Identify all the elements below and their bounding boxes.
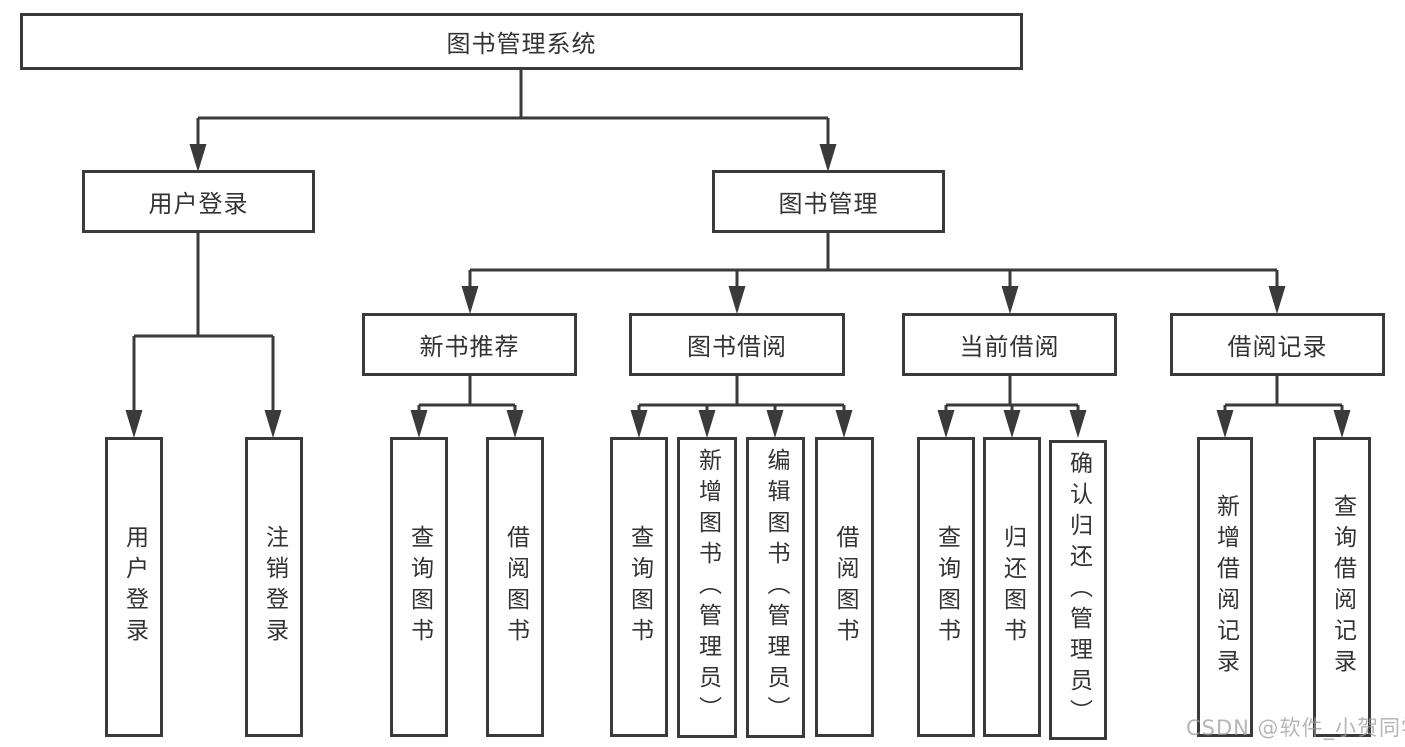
leaf-query-books-2: 查询图书 (610, 437, 668, 737)
arrowheads-leaves (410, 410, 1351, 438)
node-borrow-records: 借阅记录 (1170, 313, 1385, 376)
leaf-label: 注销登录 (261, 525, 288, 649)
leaf-borrow-books-1: 借阅图书 (486, 437, 544, 737)
leaf-label: 新增图书（管理员） (694, 448, 721, 727)
leaf-add-borrow-record: 新增借阅记录 (1197, 437, 1253, 737)
leaf-label: 确认归还（管理员） (1065, 450, 1092, 730)
leaf-label: 用户登录 (121, 525, 148, 649)
leaf-label: 借阅图书 (502, 525, 529, 649)
leaf-query-books-1: 查询图书 (390, 437, 448, 737)
leaf-logout: 注销登录 (245, 437, 303, 737)
leaf-label: 查询图书 (933, 525, 960, 649)
leaf-label: 借阅图书 (832, 525, 858, 649)
node-label: 当前借阅 (959, 333, 1060, 361)
node-book-management: 图书管理 (712, 170, 945, 233)
connector-user-login-branch (132, 233, 275, 418)
leaf-label: 新增借阅记录 (1212, 494, 1239, 680)
arrowheads-level2 (189, 144, 837, 172)
connector-book-mgmt-branch (468, 233, 1279, 294)
leaf-label: 查询图书 (406, 525, 433, 649)
node-label: 新书推荐 (419, 333, 520, 361)
csdn-watermark: CSDN @软件_小贺同学 (1186, 716, 1405, 740)
node-label: 图书管理 (778, 190, 879, 218)
node-user-login: 用户登录 (82, 170, 315, 233)
leaf-user-login: 用户登录 (105, 437, 163, 737)
node-current-borrowing: 当前借阅 (902, 313, 1117, 376)
leaf-label: 编辑图书（管理员） (763, 448, 789, 727)
node-library-management-system: 图书管理系统 (20, 13, 1023, 70)
arrowheads-level3 (461, 286, 1286, 314)
leaf-query-books-3: 查询图书 (917, 437, 975, 737)
connector-borrow-records-branch (1223, 376, 1344, 418)
leaf-label: 查询借阅记录 (1329, 494, 1356, 680)
leaf-label: 归还图书 (999, 525, 1026, 649)
leaf-query-borrow-record: 查询借阅记录 (1313, 437, 1371, 737)
connector-book-borrow-branch (637, 376, 846, 418)
leaf-return-books: 归还图书 (983, 437, 1041, 737)
node-label: 借阅记录 (1227, 333, 1328, 361)
leaf-add-books-admin: 新增图书（管理员） (677, 437, 737, 738)
node-label: 用户登录 (148, 190, 249, 218)
leaf-borrow-books-2: 借阅图书 (815, 437, 874, 737)
node-new-book-recommend: 新书推荐 (362, 313, 577, 376)
leaf-edit-books-admin: 编辑图书（管理员） (746, 437, 805, 738)
node-label: 图书管理系统 (446, 30, 597, 58)
connector-new-book-rec-branch (417, 376, 517, 418)
node-book-borrowing: 图书借阅 (629, 313, 845, 376)
leaf-label: 查询图书 (626, 525, 653, 649)
connector-root-to-level2 (196, 70, 830, 152)
leaf-confirm-return-admin: 确认归还（管理员） (1049, 440, 1107, 740)
arrowheads-user-login-branch (125, 410, 282, 438)
node-label: 图书借阅 (687, 333, 787, 361)
